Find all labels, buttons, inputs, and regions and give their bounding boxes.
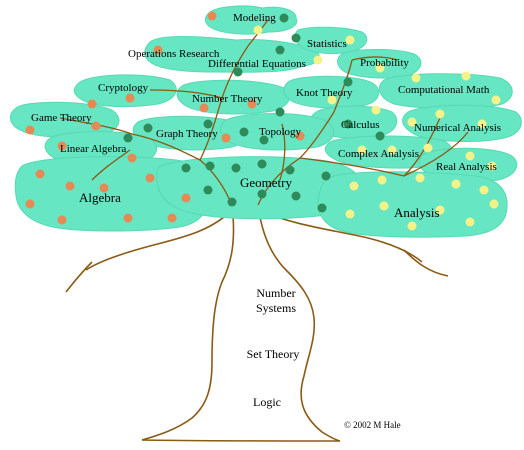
label-differential-equations: Differential Equations <box>208 58 306 70</box>
fruits-geometry <box>123 13 385 213</box>
label-probability: Probability <box>360 57 409 69</box>
label-algebra: Algebra <box>79 190 121 205</box>
copyright-credit: © 2002 M Hale <box>344 420 401 430</box>
label-complex-analysis: Complex Analysis <box>338 148 419 160</box>
foliage-modeling <box>204 5 298 35</box>
foliage-or <box>144 36 320 73</box>
label-number: Number <box>256 286 296 300</box>
label-game-theory: Game Theory <box>31 112 92 124</box>
label-statistics: Statistics <box>307 38 347 50</box>
label-linear-algebra: Linear Algebra <box>60 143 127 155</box>
label-systems: Systems <box>255 301 296 315</box>
fruits-algebra <box>25 11 305 225</box>
label-graph-theory: Graph Theory <box>156 128 218 140</box>
label-knot-theory: Knot Theory <box>296 87 353 99</box>
label-set-theory: Set Theory <box>246 347 300 361</box>
fruits-analysis <box>253 25 501 231</box>
label-calculus: Calculus <box>341 119 380 131</box>
label-logic: Logic <box>253 395 281 409</box>
label-analysis: Analysis <box>394 205 440 220</box>
label-modeling: Modeling <box>233 12 276 24</box>
foliage <box>10 5 522 238</box>
label-geometry: Geometry <box>240 175 292 190</box>
label-computational-math: Computational Math <box>398 84 490 96</box>
foliage-geometry <box>156 156 362 220</box>
label-numerical-analysis: Numerical Analysis <box>414 122 502 134</box>
label-cryptology: Cryptology <box>98 82 149 94</box>
foliage-comp <box>378 73 513 109</box>
trunk <box>65 204 449 442</box>
label-operations-research: Operations Research <box>128 48 220 60</box>
label-topology: Topology <box>259 126 302 138</box>
foliage-num <box>402 104 522 142</box>
label-number-theory: Number Theory <box>192 93 263 105</box>
label-real-analysis: Real Analysis <box>436 161 497 173</box>
foliage-analysis <box>317 171 508 238</box>
foliage-crypt <box>73 74 177 108</box>
